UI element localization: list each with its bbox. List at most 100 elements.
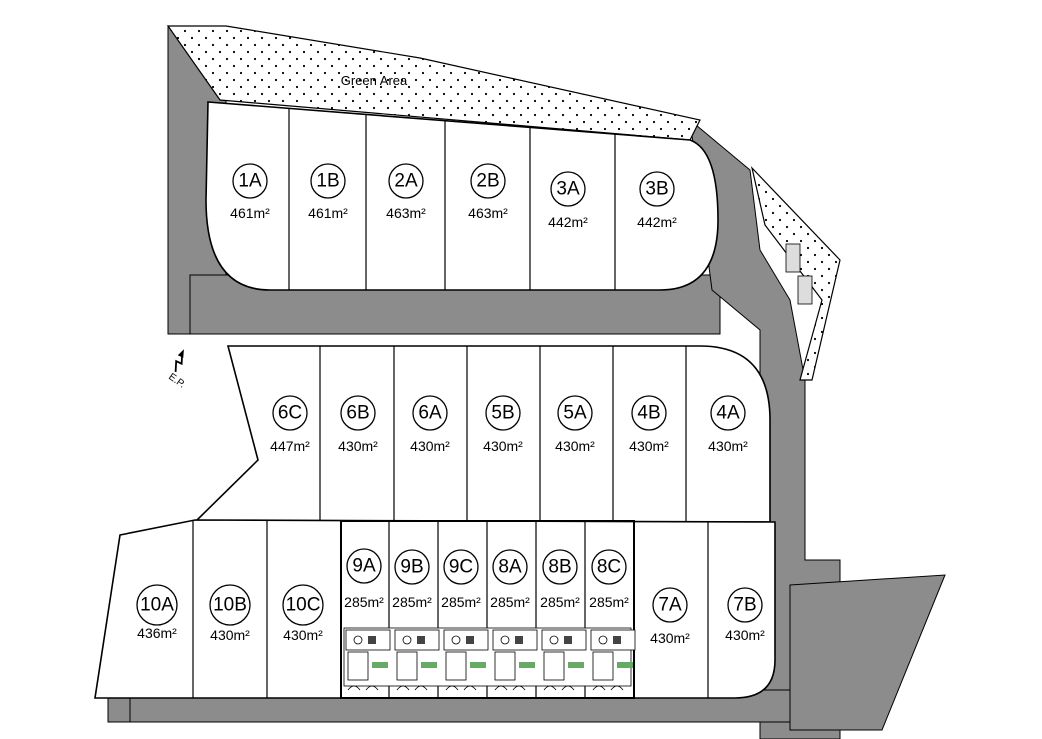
lot-area-6a: 430m²: [410, 438, 450, 454]
lot-area-1a: 461m²: [230, 205, 270, 221]
townhouse-block-outline: [340, 520, 635, 699]
lot-marker-4a: [710, 395, 746, 431]
lot-marker-6b: [340, 395, 376, 431]
garage: [445, 651, 467, 681]
lot-id-3b: 3B: [645, 179, 668, 200]
lot-id-5a: 5A: [563, 403, 587, 424]
lot-marker-8a: [492, 549, 528, 585]
lot-id-4a: 4A: [716, 403, 740, 424]
garage: [396, 651, 418, 681]
lot-marker-1a: [232, 163, 268, 199]
table-icon: [598, 635, 608, 645]
lot-marker-1b: [310, 163, 346, 199]
lot-marker-10b: [209, 584, 251, 626]
lot-area-6b: 430m²: [338, 438, 378, 454]
door-swing-icon: [494, 685, 526, 691]
lot-area-2a: 463m²: [386, 205, 426, 221]
lot-marker-8c: [591, 549, 627, 585]
garden-strip: [372, 662, 388, 668]
stair-icon: [515, 636, 523, 644]
lot-marker-2b: [470, 163, 506, 199]
lot-area-7b: 430m²: [725, 627, 765, 643]
block-north: [205, 101, 719, 291]
lot-id-10a: 10A: [140, 595, 174, 616]
lot-area-10c: 430m²: [283, 627, 323, 643]
lot-area-2b: 463m²: [468, 205, 508, 221]
lot-area-4b: 430m²: [629, 438, 669, 454]
lot-id-8b: 8B: [548, 557, 571, 578]
lot-marker-10c: [282, 584, 324, 626]
green-strip-east: [750, 166, 841, 381]
door-swing-icon: [592, 685, 624, 691]
block-middle: [193, 345, 771, 523]
lot-area-8b: 285m²: [540, 594, 580, 610]
garage: [347, 651, 369, 681]
lot-area-7a: 430m²: [650, 630, 690, 646]
door-swing-icon: [543, 685, 575, 691]
garden-strip: [617, 662, 633, 668]
lot-dividers-north: [288, 108, 616, 290]
parking-bay-2: [797, 275, 813, 305]
green-area: [166, 25, 701, 141]
lot-marker-5b: [485, 395, 521, 431]
lot-marker-8b: [542, 549, 578, 585]
lot-area-8a: 285m²: [490, 594, 530, 610]
lot-marker-6a: [412, 395, 448, 431]
lot-id-6b: 6B: [346, 403, 369, 424]
lot-area-3b: 442m²: [637, 214, 677, 230]
garage: [592, 651, 614, 681]
lot-id-9a: 9A: [352, 556, 376, 577]
lot-marker-10a: [136, 584, 178, 626]
garden-strip: [519, 662, 535, 668]
lot-area-3a: 442m²: [548, 214, 588, 230]
stair-icon: [466, 636, 474, 644]
lot-area-5a: 430m²: [555, 438, 595, 454]
green-area-label: Green Area: [341, 73, 408, 88]
table-icon: [451, 635, 461, 645]
lot-area-8c: 285m²: [589, 594, 629, 610]
lot-id-9b: 9B: [400, 557, 423, 578]
lot-id-1a: 1A: [238, 171, 262, 192]
stair-icon: [564, 636, 572, 644]
table-icon: [353, 635, 363, 645]
lot-area-6c: 447m²: [270, 438, 310, 454]
lot-area-4a: 430m²: [708, 438, 748, 454]
parking-bay-1: [785, 243, 801, 273]
table-icon: [402, 635, 412, 645]
lot-id-8c: 8C: [597, 557, 621, 578]
road-southeast: [789, 574, 946, 731]
lot-area-9a: 285m²: [344, 594, 384, 610]
stair-icon: [613, 636, 621, 644]
door-swing-icon: [396, 685, 428, 691]
door-swing-icon: [445, 685, 477, 691]
door-swing-icon: [347, 685, 379, 691]
lot-id-6a: 6A: [418, 403, 442, 424]
lot-labels: 1A461m²1B461m²2A463m²2B463m²3A442m²3B442…: [136, 163, 765, 646]
lot-area-1b: 461m²: [308, 205, 348, 221]
lot-id-10c: 10C: [286, 595, 321, 616]
lot-area-9b: 285m²: [392, 594, 432, 610]
lot-id-8a: 8A: [498, 557, 522, 578]
lot-id-2a: 2A: [394, 171, 418, 192]
lot-area-10a: 436m²: [137, 625, 177, 641]
garage: [494, 651, 516, 681]
stair-icon: [417, 636, 425, 644]
garage: [543, 651, 565, 681]
lot-marker-7a: [652, 587, 688, 623]
table-icon: [549, 635, 559, 645]
lot-marker-3a: [550, 171, 586, 207]
lot-id-1b: 1B: [316, 171, 339, 192]
lot-area-9c: 285m²: [441, 594, 481, 610]
lot-marker-2a: [388, 163, 424, 199]
townhouse-plans: [343, 627, 636, 691]
lot-area-10b: 430m²: [210, 627, 250, 643]
table-icon: [500, 635, 510, 645]
garden-strip: [470, 662, 486, 668]
lot-marker-9a: [346, 548, 382, 584]
lot-dividers-middle: [319, 346, 687, 522]
lot-id-7b: 7B: [733, 595, 756, 616]
lot-id-3a: 3A: [556, 179, 580, 200]
lot-marker-9c: [443, 549, 479, 585]
north-arrow-icon: [174, 349, 184, 372]
